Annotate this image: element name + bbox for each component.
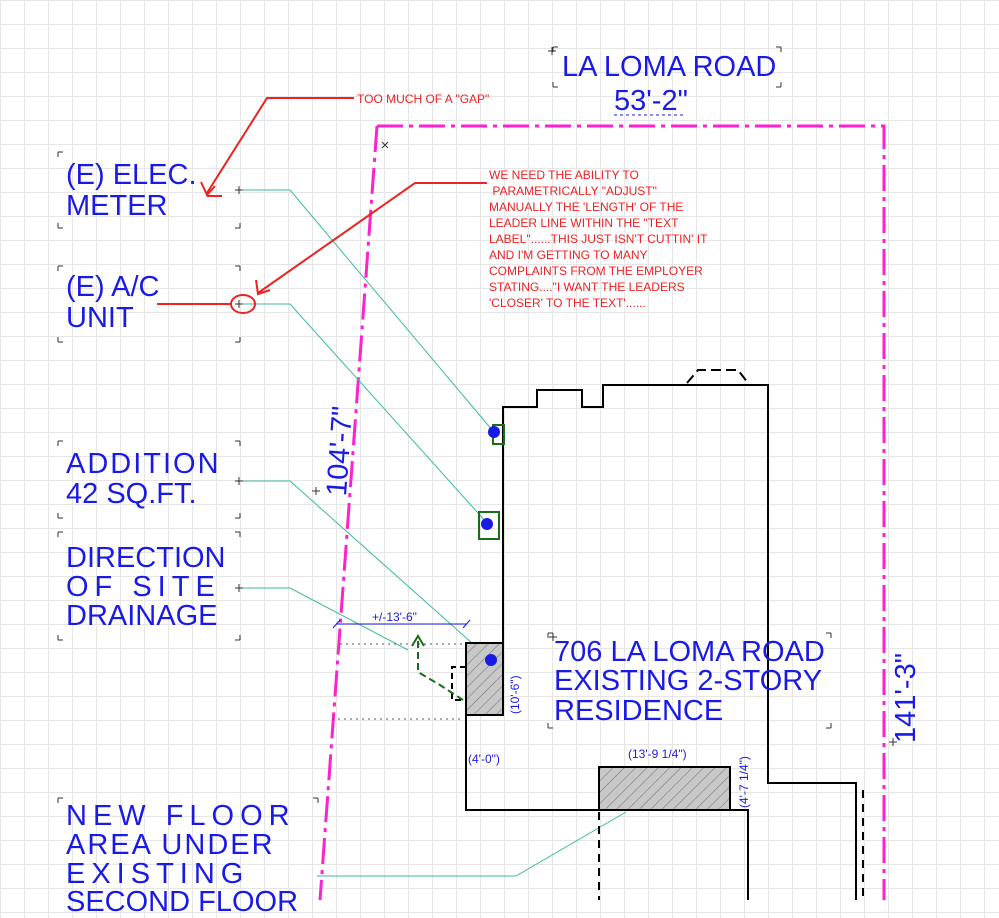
road-title: LA LOMA ROAD [562, 51, 777, 83]
leader-note-line: PARAMETRICALLY "ADJUST" [489, 184, 657, 198]
elec-meter-label-line2: METER [66, 190, 168, 222]
gap-leader [206, 97, 354, 194]
text-label-arrowhead [255, 279, 271, 296]
leader-addition [239, 480, 492, 661]
drainage-label-line3: DRAINAGE [66, 600, 218, 632]
addition-width-dimension: (4'-0") [468, 752, 500, 766]
drainage-label-line1: DIRECTION [66, 542, 226, 574]
floor-depth-dimension: (4'-7 1/4") [737, 756, 751, 808]
elec-meter-label-line1: (E) ELEC. [66, 159, 197, 191]
crosshair-2 [235, 186, 243, 194]
drainage-arrow [417, 640, 464, 701]
leader-ac-unit [239, 303, 488, 524]
ac-red-circle [230, 294, 256, 314]
leader-note-line: STATING...."I WANT THE LEADERS [489, 280, 685, 294]
ac-unit-box [478, 511, 500, 540]
crosshair-3 [235, 300, 243, 308]
leader-note-line: LEADER LINE WITHIN THE "TEXT [489, 216, 679, 230]
ac-unit-label-line1: (E) A/C [66, 271, 160, 303]
addition-marker [485, 654, 497, 666]
addition-dashed-outline [451, 666, 466, 701]
leader-note-line: WE NEED THE ABILITY TO [489, 168, 639, 182]
text-label-leader [257, 182, 487, 294]
right-property-dimension: 141'-3" [890, 652, 922, 743]
label-corner-ticks [57, 46, 832, 803]
gap-note: TOO MUCH OF A "GAP" [357, 92, 490, 106]
leader-note-line: 'CLOSER' TO THE TEXT'...... [489, 296, 646, 310]
leader-drainage [239, 587, 409, 651]
dim-setback-tick-right [462, 619, 471, 629]
leader-note-line: LABEL"......THIS JUST ISN'T CUTTIN' IT [489, 232, 708, 246]
crosshair-8 [889, 738, 897, 746]
left-property-dimension: 104'-7" [321, 405, 360, 498]
floor-area-label-line3: EXISTING [66, 858, 250, 890]
leader-note: WE NEED THE ABILITY TO PARAMETRICALLY "A… [489, 167, 707, 311]
crosshair-5 [235, 584, 243, 592]
floor-width-dimension: (13'-9 1/4") [628, 747, 687, 761]
residence-label-line2: EXISTING 2-STORY [554, 665, 823, 697]
property-line [318, 124, 886, 900]
ac-unit-label-line2: UNIT [66, 302, 134, 334]
crosshair-6 [549, 633, 557, 641]
leader-floor-area [317, 811, 627, 877]
leader-note-line: COMPLAINTS FROM THE EMPLOYER [489, 264, 703, 278]
addition-hatched-area [465, 642, 504, 716]
floor-area-label-line1: NEW FLOOR [66, 800, 296, 832]
residence-label-line1: 706 LA LOMA ROAD [554, 636, 825, 668]
red-markup [157, 97, 487, 314]
crosshairs [235, 47, 897, 746]
crosshair-7 [312, 487, 320, 495]
addition-label-line1: ADDITION [66, 448, 221, 480]
floor-area-label-line2: AREA UNDER [66, 829, 275, 861]
floor-area-label-line4: SECOND FLOOR [66, 886, 299, 918]
ac-unit-marker [481, 518, 493, 530]
crosshair-1 [548, 47, 556, 55]
drainage-arrow-path [417, 640, 464, 701]
property-line-top-right [377, 124, 886, 900]
wall-main [502, 384, 857, 900]
addition-setback-dimension: +/-13'-6" [372, 610, 417, 624]
crosshair-9 [381, 141, 389, 149]
drainage-arrowhead [411, 634, 425, 647]
addition-depth-dimension: (10'-6") [508, 675, 522, 714]
elec-meter-marker [488, 426, 500, 438]
dimension-lines [332, 114, 686, 629]
residence-label-line3: RESIDENCE [554, 695, 724, 727]
addition-label-line2: 42 SQ.FT. [66, 478, 197, 510]
dim-setback-tick-left [332, 619, 341, 629]
leader-elec-meter [239, 189, 494, 432]
wall-chimney [686, 369, 749, 384]
leader-note-line: AND I'M GETTING TO MANY [489, 248, 648, 262]
floor-area-hatched [598, 766, 731, 811]
leader-note-line: MANUALLY THE 'LENGTH' OF THE [489, 200, 684, 214]
property-line-left [318, 125, 379, 900]
road-frontage-dimension: 53'-2" [614, 85, 688, 117]
drainage-label-line2: OF SITE [66, 571, 221, 603]
building-outline [465, 369, 864, 900]
crosshair-4 [235, 477, 243, 485]
